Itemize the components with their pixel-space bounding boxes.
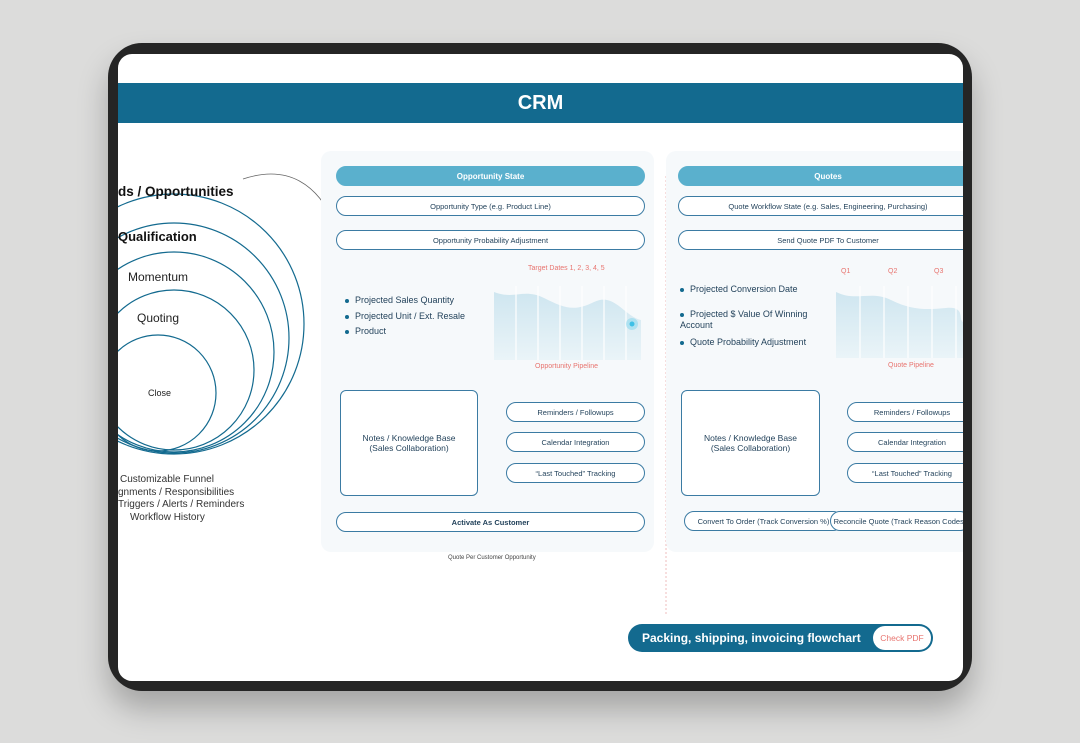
funnel-ring-momentum bbox=[118, 251, 275, 453]
funnel-feature-list: Customizable Funnel gnments / Responsibi… bbox=[118, 474, 244, 524]
feature-item: Customizable Funnel bbox=[120, 474, 214, 485]
funnel-stage-quoting: Quoting bbox=[137, 311, 180, 325]
bullet-item: Product bbox=[345, 326, 386, 337]
page-title: CRM bbox=[118, 83, 963, 123]
bullet-item: Quote Probability Adjustment bbox=[680, 337, 806, 348]
flowchart-cta[interactable]: Packing, shipping, invoicing flowchart C… bbox=[628, 624, 933, 652]
funnel-stage-qualification: Qualification bbox=[118, 229, 197, 244]
quotes-header[interactable]: Quotes bbox=[678, 166, 963, 186]
funnel-ring-close bbox=[118, 334, 217, 452]
funnel-ring-leads bbox=[118, 193, 305, 455]
quotes-calendar-integration-pill[interactable]: Calendar Integration bbox=[847, 432, 963, 452]
quarter-label: Q2 bbox=[888, 268, 898, 275]
opportunity-type-pill[interactable]: Opportunity Type (e.g. Product Line) bbox=[336, 196, 645, 216]
opportunity-pipeline-chart bbox=[494, 286, 641, 360]
bullet-item: Projected Unit / Ext. Resale bbox=[345, 311, 465, 322]
funnel-stage-momentum: Momentum bbox=[128, 270, 189, 284]
feature-item: Workflow History bbox=[130, 511, 205, 523]
target-dates-label: Target Dates 1, 2, 3, 4, 5 bbox=[528, 265, 605, 272]
bullet-item: Projected Sales Quantity bbox=[345, 295, 454, 306]
reminders-pill[interactable]: Reminders / Followups bbox=[506, 402, 645, 422]
last-touched-pill[interactable]: “Last Touched” Tracking bbox=[506, 463, 645, 483]
funnel-ring-quoting bbox=[118, 289, 255, 451]
quarter-label: Q3 bbox=[934, 268, 944, 275]
send-quote-pdf-pill[interactable]: Send Quote PDF To Customer bbox=[678, 230, 963, 250]
opportunity-probability-pill[interactable]: Opportunity Probability Adjustment bbox=[336, 230, 645, 250]
opportunity-pipeline-caption: Opportunity Pipeline bbox=[535, 363, 599, 370]
quote-pipeline-chart bbox=[836, 286, 963, 358]
activate-as-customer-pill[interactable]: Activate As Customer bbox=[336, 512, 645, 532]
quote-pipeline-caption: Quote Pipeline bbox=[888, 362, 934, 369]
funnel-stage-leads: ds / Opportunities bbox=[118, 184, 234, 199]
quote-workflow-state-pill[interactable]: Quote Workflow State (e.g. Sales, Engine… bbox=[678, 196, 963, 216]
check-pdf-button[interactable]: Check PDF bbox=[873, 626, 931, 650]
bullet-item: Projected $ Value Of Winning Account bbox=[680, 309, 808, 330]
quotes-reminders-pill[interactable]: Reminders / Followups bbox=[847, 402, 963, 422]
flowchart-cta-label: Packing, shipping, invoicing flowchart bbox=[642, 631, 861, 645]
quarter-label: Q1 bbox=[841, 268, 851, 275]
feature-item: Triggers / Alerts / Reminders bbox=[118, 499, 245, 511]
opportunity-state-header[interactable]: Opportunity State bbox=[336, 166, 645, 186]
screen: CRM ds / Opportunities Qualification Mom… bbox=[118, 54, 963, 681]
funnel-stage-close: Close bbox=[148, 388, 172, 398]
notes-knowledge-base-box[interactable]: Notes / Knowledge Base (Sales Collaborat… bbox=[340, 390, 478, 496]
reconcile-quote-pill[interactable]: Reconcile Quote (Track Reason Codes) bbox=[830, 511, 963, 531]
quotes-last-touched-pill[interactable]: “Last Touched” Tracking bbox=[847, 463, 963, 483]
convert-to-order-pill[interactable]: Convert To Order (Track Conversion %) bbox=[684, 511, 843, 531]
quotes-notes-knowledge-base-box[interactable]: Notes / Knowledge Base (Sales Collaborat… bbox=[681, 390, 820, 496]
calendar-integration-pill[interactable]: Calendar Integration bbox=[506, 432, 645, 452]
feature-item: gnments / Responsibilities bbox=[118, 486, 235, 498]
quote-per-opportunity-note: Quote Per Customer Opportunity bbox=[448, 555, 536, 561]
funnel-ring-qualification bbox=[118, 222, 290, 454]
bullet-item: Projected Conversion Date bbox=[680, 284, 798, 295]
